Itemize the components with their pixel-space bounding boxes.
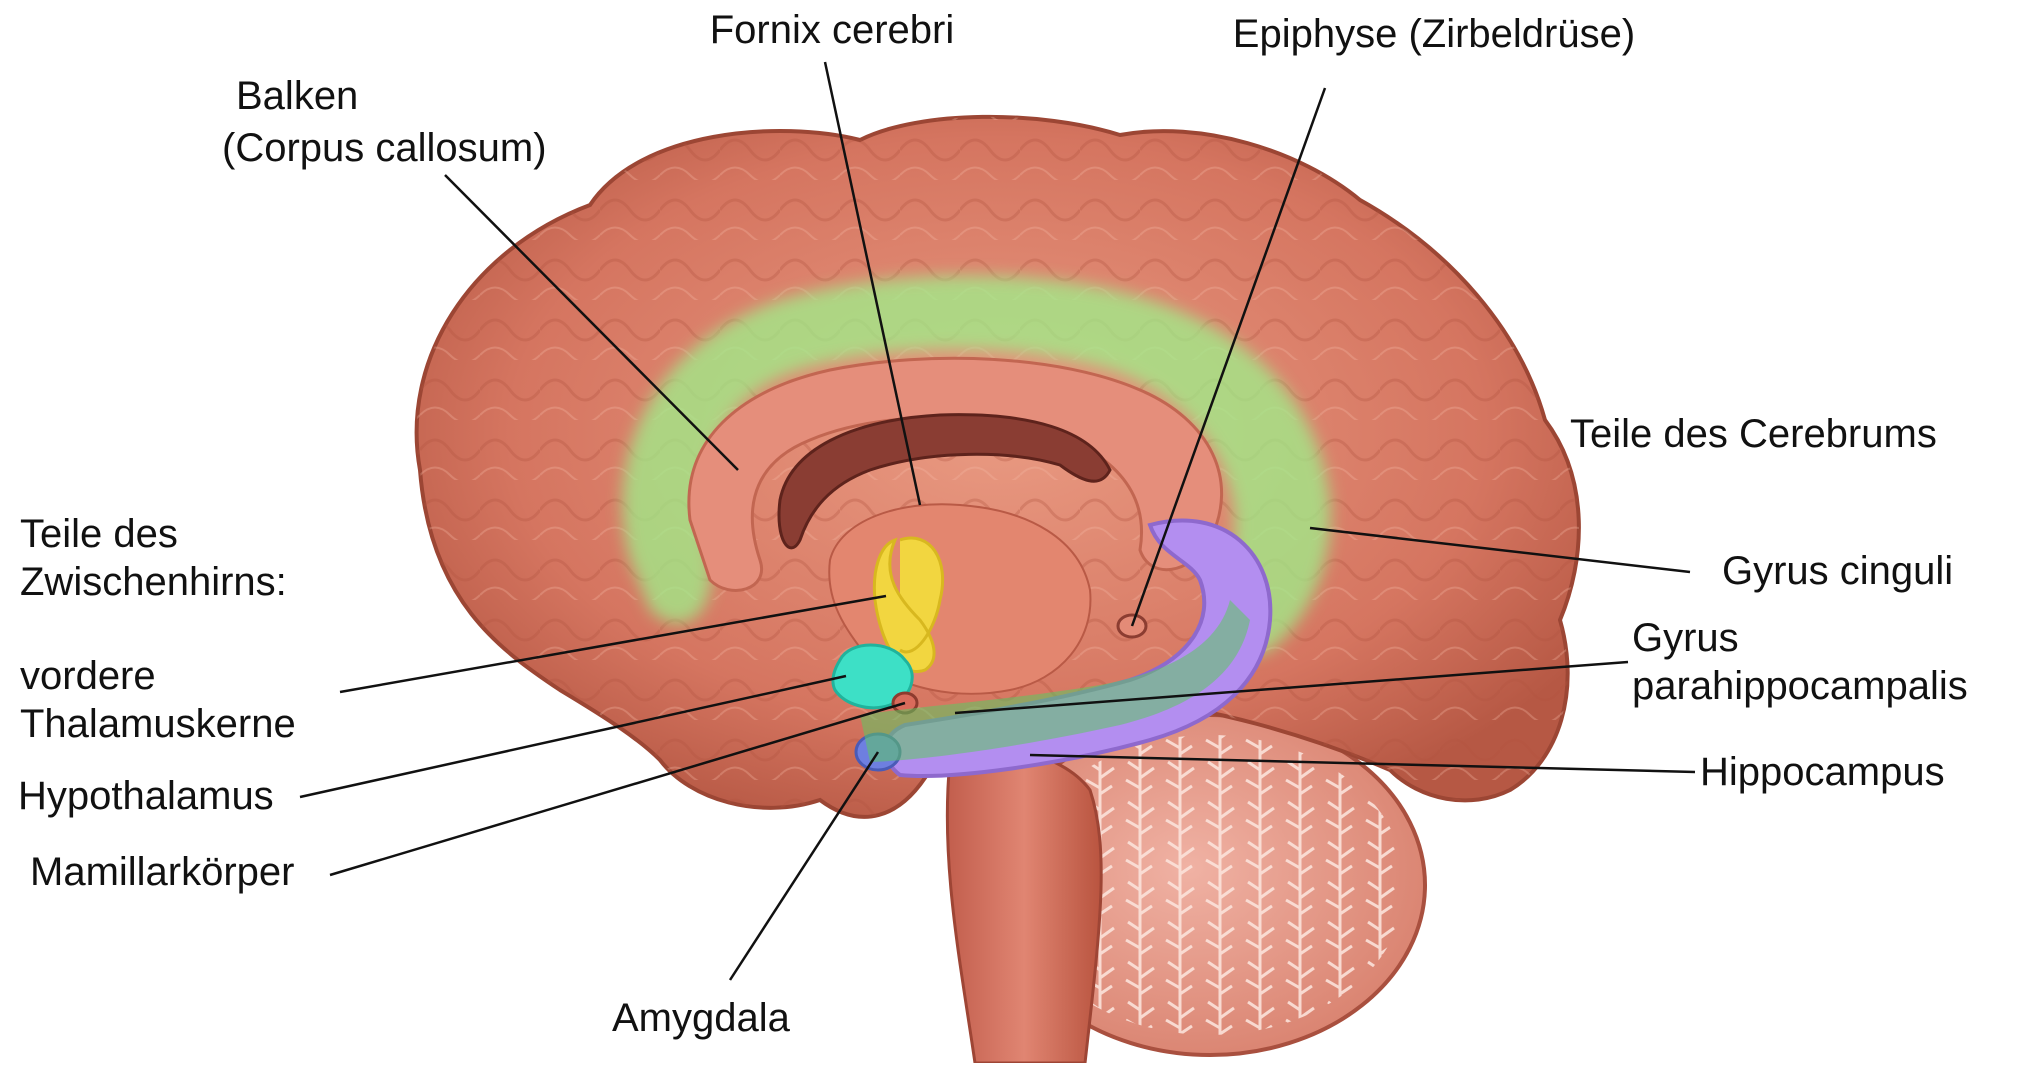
label-balken: Balken (Corpus callosum) (236, 72, 547, 172)
label-balken-line1: Balken (236, 72, 547, 120)
label-parahippo-line1: Gyrus (1632, 614, 1968, 662)
label-gyrus-cinguli: Gyrus cinguli (1722, 547, 1953, 595)
label-epiphyse: Epiphyse (Zirbeldrüse) (1233, 10, 1635, 58)
label-teile-des-zwischenhirns: Teile des Zwischenhirns: (20, 510, 287, 606)
label-zwischenhirns-line1: Teile des (20, 510, 287, 558)
label-amygdala: Amygdala (612, 994, 790, 1042)
label-mamillarkoerper: Mamillarkörper (30, 848, 295, 896)
label-thalamus-line1: vordere (20, 652, 296, 700)
label-fornix-cerebri: Fornix cerebri (710, 6, 955, 54)
label-gyrus-parahippocampalis: Gyrus parahippocampalis (1632, 614, 1968, 710)
label-thalamus-line2: Thalamuskerne (20, 700, 296, 748)
label-zwischenhirns-line2: Zwischenhirns: (20, 558, 287, 606)
brainstem (947, 750, 1101, 1063)
label-vordere-thalamuskerne: vordere Thalamuskerne (20, 652, 296, 748)
label-hypothalamus: Hypothalamus (18, 772, 274, 820)
label-parahippo-line2: parahippocampalis (1632, 662, 1968, 710)
label-hippocampus: Hippocampus (1700, 748, 1945, 796)
label-teile-des-cerebrums: Teile des Cerebrums (1570, 410, 1937, 458)
label-balken-line2: (Corpus callosum) (222, 124, 547, 172)
